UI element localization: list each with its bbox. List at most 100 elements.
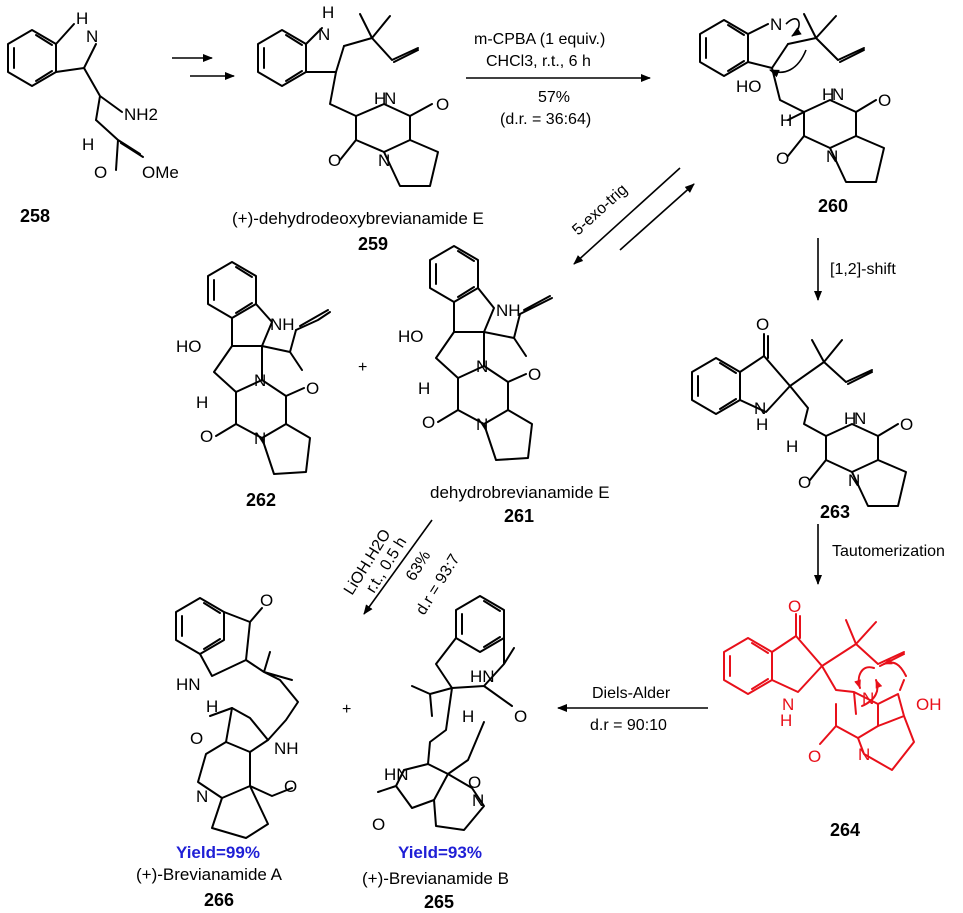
atom-h: H [82, 135, 94, 154]
curly-arrow-1 [785, 18, 802, 37]
atom-o: O [878, 91, 891, 110]
atom-ome: OMe [142, 163, 179, 182]
yield-265: Yield=93% [398, 843, 482, 862]
atom-nh: H [76, 9, 88, 28]
compound-258: H N NH2 H O OMe 258 [7, 9, 179, 226]
atom-n: N [754, 399, 766, 418]
compound-265: HN O H HN O O N Yield=93% (+)-Brevianami… [362, 595, 527, 912]
step-5-exo-trig: 5-exo-trig [569, 167, 695, 265]
step-lioh: LiOH.H2O r.t., 0.5 h 63% d.r = 93:7 [341, 519, 464, 618]
exo-label: 5-exo-trig [569, 181, 631, 239]
atom-h: H [780, 711, 792, 730]
atom-n: N [854, 409, 866, 428]
compound-name-261: dehydrobrevianamide E [430, 483, 610, 502]
yield-266: Yield=99% [176, 843, 260, 862]
compound-number-260: 260 [818, 196, 848, 216]
atom-h: H [756, 415, 768, 434]
arrow-261-to-products [363, 519, 433, 615]
atom-o: O [328, 151, 341, 170]
atom-ho: HO [736, 77, 762, 96]
atom-hn: HN [384, 765, 409, 784]
atom-o: O [306, 379, 319, 398]
atom-h: H [786, 437, 798, 456]
atom-n: N [378, 151, 390, 170]
atom-o: O [200, 427, 213, 446]
atom-h: H [418, 379, 430, 398]
atom-o: O [788, 597, 801, 616]
atom-h: H [322, 3, 334, 22]
compound-number-262: 262 [246, 490, 276, 510]
compound-number-259: 259 [358, 234, 388, 254]
atom-nh: H [822, 85, 834, 104]
atom-n: N [196, 787, 208, 806]
atom-n: N [472, 791, 484, 810]
atom-n: N [384, 89, 396, 108]
atom-n: N [318, 25, 330, 44]
curly-arrow-red-1 [854, 666, 875, 689]
atom-o: O [514, 707, 527, 726]
atom-ho: HO [398, 327, 424, 346]
compound-name-259: (+)-dehydrodeoxybrevianamide E [232, 209, 484, 228]
atom-n: N [848, 471, 860, 490]
curly-arrow-red-3 [883, 657, 907, 677]
atom-nh: H [844, 409, 856, 428]
step-diels-alder: Diels-Alder d.r = 90:10 [557, 685, 708, 734]
tauto-label: Tautomerization [832, 543, 945, 560]
atom-n: N [826, 147, 838, 166]
compound-name-266: (+)-Brevianamide A [136, 865, 283, 884]
atom-o: O [756, 315, 769, 334]
atom-nh: H [374, 89, 386, 108]
atom-o: O [190, 729, 203, 748]
curly-arrow-red-2 [861, 679, 883, 707]
atom-n: N [782, 695, 794, 714]
atom-o: O [808, 747, 821, 766]
atom-o: O [284, 777, 297, 796]
compound-number-261: 261 [504, 506, 534, 526]
da-dr: d.r = 90:10 [590, 717, 667, 734]
compound-264: O N H N OH O N 264 [723, 597, 942, 840]
compound-259: H N H N O O N (+)-dehydrodeoxybrevianami… [232, 3, 484, 254]
compound-262: NH HO N O H O N 262 [176, 261, 331, 510]
atom-hn: HN [470, 667, 495, 686]
atom-o: O [776, 149, 789, 168]
atom-o: O [468, 773, 481, 792]
atom-nh: NH [270, 315, 295, 334]
compound-number-264: 264 [830, 820, 860, 840]
compound-263: O N H H N O H O N 263 [691, 315, 913, 522]
shift-label: [1,2]-shift [830, 261, 896, 278]
da-label: Diels-Alder [592, 685, 671, 702]
atom-h: H [206, 697, 218, 716]
atom-o: O [260, 591, 273, 610]
compound-266: O HN H O NH N O Yield=99% (+)-Brevianami… [136, 591, 299, 910]
mcpba-yield: 57% [538, 89, 570, 106]
mcpba-solvent: CHCl3, r.t., 6 h [486, 53, 591, 70]
compound-name-265: (+)-Brevianamide B [362, 869, 509, 888]
step-mcpba: m-CPBA (1 equiv.) CHCl3, r.t., 6 h 57% (… [466, 31, 651, 128]
step-tautomerization: Tautomerization [814, 524, 945, 585]
atom-h: H [196, 393, 208, 412]
compound-number-263: 263 [820, 502, 850, 522]
plus-sign-bottom: + [342, 701, 351, 718]
atom-o: O [528, 365, 541, 384]
atom-n: N [858, 745, 870, 764]
atom-ho: HO [176, 337, 202, 356]
atom-nh: NH [496, 301, 521, 320]
arrow-261-to-260 [619, 183, 695, 251]
atom-n: N [862, 689, 874, 708]
atom-n: N [832, 85, 844, 104]
compound-number-266: 266 [204, 890, 234, 910]
plus-sign-top: + [358, 359, 367, 376]
atom-nh: NH [274, 739, 299, 758]
atom-oh: OH [916, 695, 942, 714]
atom-o: O [422, 413, 435, 432]
atom-o: O [900, 415, 913, 434]
compound-261: NH HO N O H O N dehydrobrevianamide E 26… [398, 245, 610, 526]
atom-h: H [780, 111, 792, 130]
atom-h: H [462, 707, 474, 726]
compound-number-258: 258 [20, 206, 50, 226]
compound-number-265: 265 [424, 892, 454, 912]
atom-o: O [94, 163, 107, 182]
atom-n: N [476, 357, 488, 376]
mcpba-reagent: m-CPBA (1 equiv.) [474, 31, 605, 48]
